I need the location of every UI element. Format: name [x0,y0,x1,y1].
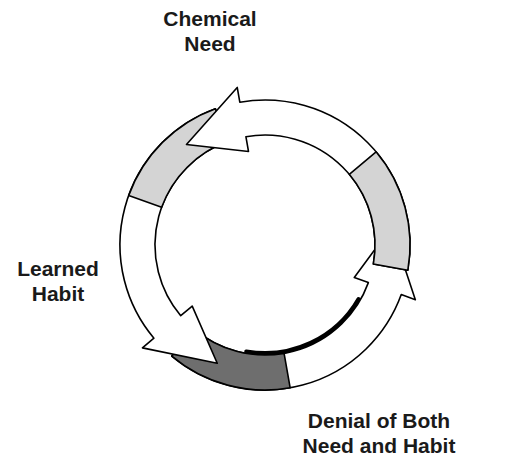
arrow-body [178,62,416,304]
arrow-shade [346,148,416,277]
inner-edge-line [246,299,358,353]
cycle-arrow [178,62,416,304]
cycle-label: Denial of Both Need and Habit [288,408,470,458]
cycle-label: Chemical Need [150,6,270,56]
cycle-label: Learned Habit [4,256,112,306]
